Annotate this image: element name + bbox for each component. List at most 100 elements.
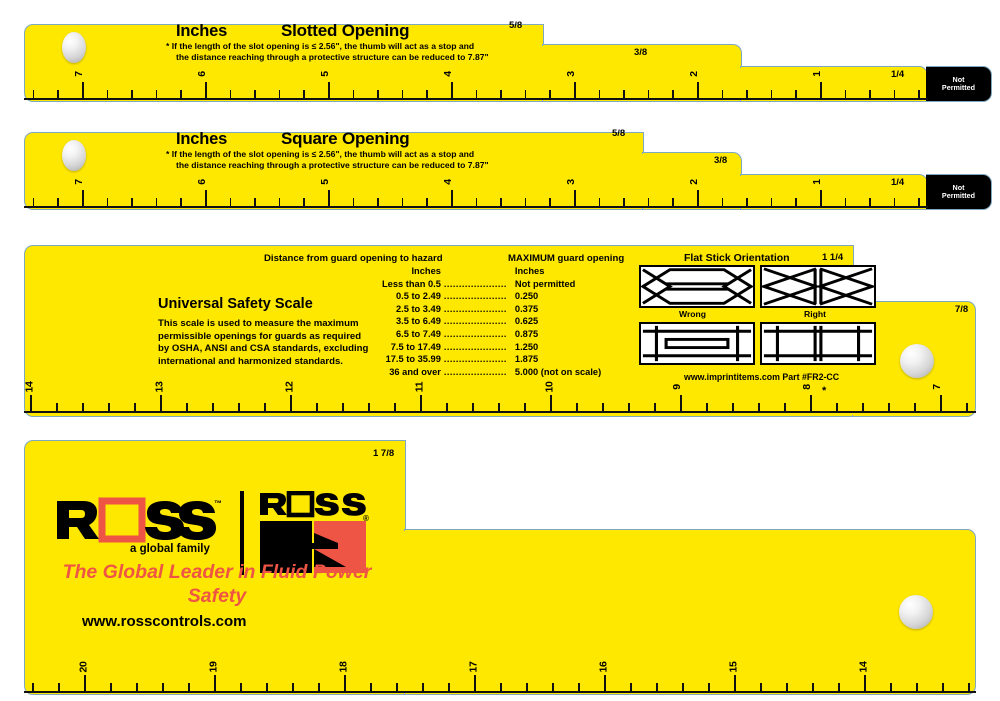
ruler-tick-minor [672,198,674,206]
ruler-tick-minor [914,403,916,411]
ross-primary-sub: a global family [130,543,210,555]
ruler-tick-minor [32,198,35,206]
uss-body-line3: by OSHA, ANSI and CSA standards, excludi… [158,343,369,355]
ruler-tick-major [420,395,423,411]
ruler-tick-minor [472,403,474,411]
square-step-label-38: 3/8 [714,155,728,166]
ruler-tick-minor [155,90,158,98]
ruler-tick-minor [602,403,604,411]
ruler-tick-minor [240,683,242,691]
ruler-tick-minor [254,90,256,98]
ruler-tick-minor [446,403,448,411]
ruler-tick-minor [869,90,871,98]
ruler-tick-minor [630,683,632,691]
slotted-footnote-line2: the distance reaching through a protecti… [176,52,489,62]
uss-row6-opening: 1.875 [514,354,539,365]
table-row: 2.5 to 3.49 ..................... 0.375 [382,304,601,317]
ruler-tick-minor [401,198,404,206]
ruler-tick-minor [131,90,133,98]
ruler-tick-minor [212,403,214,411]
square-step-label-14: 1/4 [891,177,905,188]
ruler-tick-minor [448,683,450,691]
square-footnote-line1: * If the length of the slot opening is ≤… [166,149,475,159]
ruler-tick-minor [770,198,773,206]
ruler-tick-minor [760,683,762,691]
ruler-tick-label: 4 [441,71,454,77]
uss-row6-leader: ..................... [443,354,507,365]
ruler-tick-major [328,190,331,206]
ruler-tick-major [604,675,607,691]
ruler-tick-major [697,190,700,206]
scale-card-ross-branding: 1 7/8 ™ a global family [0,433,1000,701]
ross-step-label-1-7-8: 1 7/8 [373,448,395,459]
square-thumb-ball [62,140,86,171]
ruler-tick-label: 10 [543,381,556,393]
ruler-tick-label: 12 [283,381,296,393]
ruler-tick-label: 3 [564,179,577,185]
ruler-tick-minor [844,198,847,206]
ruler-tick-minor [58,683,60,691]
ruler-tick-minor [869,198,871,206]
ross-primary-logo [55,495,220,555]
ruler-tick-minor [647,198,650,206]
ruler-tick-label: 2 [687,71,700,77]
ruler-tick-minor [303,90,305,98]
uss-body-line1: This scale is used to measure the maximu… [158,318,359,329]
ruler-tick-label: 14 [857,661,870,673]
ruler-tick-minor [426,90,428,98]
ruler-tick-minor [238,403,240,411]
ruler-tick-minor [966,403,968,411]
ruler-tick-label: 6 [195,71,208,77]
uss-row4-opening: 0.875 [514,328,539,339]
slotted-step-label-58: 5/8 [509,20,523,31]
ruler-tick-major [734,675,737,691]
scale-card-slotted-opening: Not Permitted Inches Slotted Opening * I… [0,0,1000,120]
ruler-tick-minor [576,403,578,411]
ruler-tick-minor [647,90,650,98]
ruler-baseline [24,411,976,413]
slotted-footnote-line1: * If the length of the slot opening is ≤… [166,41,475,51]
uss-row0-leader: ..................... [443,278,507,289]
ruler-tick-label: 6 [195,179,208,185]
ruler-tick-minor [134,403,136,411]
uss-col2-units: Inches [514,266,545,276]
ruler-tick-minor [475,90,478,98]
ruler-tick-minor [475,198,478,206]
ruler-tick-minor [795,90,797,98]
uss-table-col2-header: MAXIMUM guard opening [508,253,625,264]
ruler-tick-minor [682,683,684,691]
square-heading-units: Inches [176,130,228,148]
ruler-tick-label: 7 [72,179,85,185]
ruler-tick-minor [500,198,502,206]
ruler-tick-minor [770,90,773,98]
ruler-tick-major [940,395,943,411]
ruler-tick-major [214,675,217,691]
ruler-tick-label: 16 [597,661,610,673]
ruler-tick-major [82,82,85,98]
ruler-tick-minor [836,403,838,411]
ruler-tick-minor [180,90,182,98]
ruler-tick-minor [549,198,551,206]
ruler-tick-minor [844,90,847,98]
ruler-tick-label: 1 [810,179,823,185]
flat-stick-wrong-top-diagram [639,265,755,308]
uss-row2-leader: ..................... [443,303,507,314]
ruler-tick-major [82,190,85,206]
ruler-tick-minor [578,683,580,691]
ruler-tick-major [451,190,454,206]
ruler-tick-minor [318,683,320,691]
ruler-tick-major [84,675,87,691]
flat-stick-wrong-label: Wrong [679,309,707,319]
uss-row0-distance: Less than 0.5 [382,278,441,289]
slotted-np-line2: Permitted [941,83,976,92]
ruler-tick-label: 5 [318,179,331,185]
ruler-tick-minor [110,683,112,691]
ross-tagline: The Global Leader in Fluid Power Safety [42,560,392,608]
ruler-tick-label: 18 [337,661,350,673]
ruler-tick-minor [838,683,840,691]
ruler-tick-label: 1 [810,71,823,77]
uss-step-label-7-8: 7/8 [955,304,969,315]
table-row: 36 and over ..................... 5.000 … [382,367,601,380]
slotted-heading-units: Inches [176,22,228,40]
